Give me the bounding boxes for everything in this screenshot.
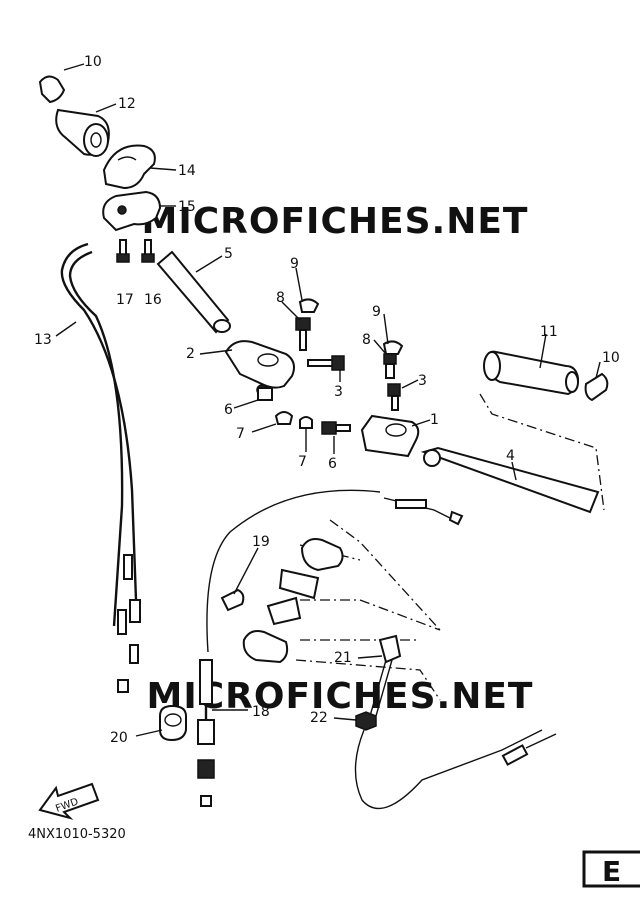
callout-5: 5 <box>224 246 233 262</box>
collar-20[interactable] <box>159 704 187 742</box>
callout-20: 20 <box>110 730 128 746</box>
bolt-3-right[interactable] <box>387 383 401 411</box>
callout-21: 21 <box>334 650 352 666</box>
handlebar-left[interactable] <box>156 250 231 334</box>
callout-19: 19 <box>252 534 270 550</box>
bolt-8-left[interactable] <box>295 317 311 351</box>
page-reference-box: E <box>582 850 640 888</box>
callout-17: 17 <box>116 292 134 308</box>
handlebar-holder-left[interactable] <box>224 340 295 396</box>
fwd-arrow-icon: FWD <box>38 782 100 820</box>
switch-housing-lower[interactable] <box>102 190 162 232</box>
bolt-3-left[interactable] <box>307 355 345 371</box>
watermark-top: MICROFICHES.NET <box>142 201 529 242</box>
lever-holder-assembly[interactable] <box>242 538 344 664</box>
bolt-6-right[interactable] <box>321 421 351 435</box>
switch-housing-upper[interactable] <box>102 144 156 190</box>
callout-14: 14 <box>178 163 196 179</box>
callout-3-right: 3 <box>418 373 427 389</box>
cap-9-left[interactable] <box>298 298 320 313</box>
handlebar-holder-right[interactable] <box>360 414 420 458</box>
callout-8-left: 8 <box>276 290 285 306</box>
left-grip[interactable] <box>55 108 110 157</box>
callout-7-right: 7 <box>298 454 307 470</box>
screw-16[interactable] <box>141 239 155 263</box>
nut-22[interactable] <box>355 711 377 731</box>
page-reference: E <box>602 855 621 888</box>
handlebar-right[interactable] <box>420 446 600 514</box>
callout-10-right: 10 <box>602 350 620 366</box>
callout-9-left: 9 <box>290 256 299 272</box>
cap-9-right[interactable] <box>382 340 404 355</box>
throttle-cable[interactable] <box>60 242 141 693</box>
callout-12: 12 <box>118 96 136 112</box>
callout-16: 16 <box>144 292 162 308</box>
callout-6-left: 6 <box>224 402 233 418</box>
bolt-8-right[interactable] <box>383 353 397 379</box>
cable-18[interactable] <box>197 659 215 807</box>
callout-2: 2 <box>186 346 195 362</box>
callout-18: 18 <box>252 704 270 720</box>
callout-1: 1 <box>430 412 439 428</box>
callout-7-left: 7 <box>236 426 245 442</box>
reference-lines <box>295 393 605 701</box>
cable-adjuster-19[interactable] <box>220 588 245 612</box>
bushing-6-left[interactable] <box>257 387 273 401</box>
callout-22: 22 <box>310 710 328 726</box>
grip-end-left[interactable] <box>38 75 66 104</box>
bolt-21[interactable] <box>369 634 402 717</box>
cap-7-right[interactable] <box>299 416 313 429</box>
screw-17[interactable] <box>116 239 130 263</box>
callout-9-right: 9 <box>372 304 381 320</box>
callout-4: 4 <box>506 448 515 464</box>
callout-3-left: 3 <box>334 384 343 400</box>
callout-8-right: 8 <box>362 332 371 348</box>
clutch-cable[interactable] <box>206 489 464 653</box>
leader-lines <box>55 63 601 737</box>
callout-6-right: 6 <box>328 456 337 472</box>
lower-cable-loop <box>354 729 557 810</box>
cap-7-left[interactable] <box>274 411 294 425</box>
diagram-code: 4NX1010-5320 <box>28 827 126 842</box>
callout-15: 15 <box>178 199 196 215</box>
callout-11: 11 <box>540 324 558 340</box>
right-grip-throttle[interactable] <box>483 350 580 396</box>
grip-end-right[interactable] <box>584 372 609 402</box>
callout-10-left: 10 <box>84 54 102 70</box>
callout-13: 13 <box>34 332 52 348</box>
